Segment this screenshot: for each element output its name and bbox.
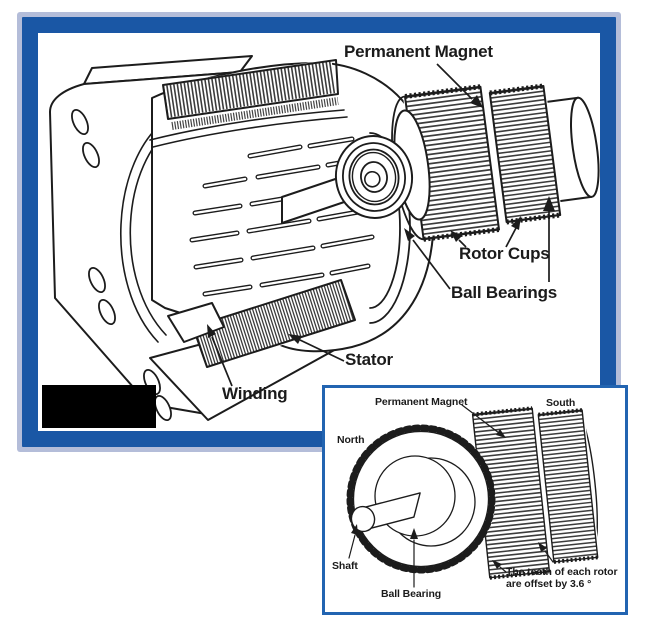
- arrowhead-winding: [207, 324, 216, 338]
- label-ball-bearings: Ball Bearings: [451, 283, 558, 302]
- arrowhead-ball-bearing-front: [404, 228, 415, 241]
- label-inset-teeth-note: The teeth of each rotor are offset by 3.…: [506, 566, 618, 591]
- leader-winding: [211, 336, 233, 387]
- arrowhead-inset-teeth-2: [538, 542, 547, 552]
- inset-hub-and-shaft: [350, 455, 476, 547]
- top-winding-coil: [149, 59, 348, 148]
- rotor-detail-inset: Permanent Magnet South North Shaft Ball …: [322, 385, 628, 615]
- label-inset-shaft: Shaft: [332, 560, 358, 572]
- inset-leader-lines: [348, 404, 554, 588]
- arrowhead-permanent-magnet: [470, 95, 483, 108]
- teeth-note-line2: are offset by 3.6 °: [506, 578, 592, 591]
- arrowhead-stator: [288, 334, 302, 344]
- label-rotor-cups: Rotor Cups: [459, 244, 550, 263]
- label-permanent-magnet: Permanent Magnet: [344, 42, 493, 61]
- leader-rotor-cup-front: [458, 239, 467, 248]
- rotor-cup-rear: [487, 83, 563, 225]
- inset-rotor-cups: [470, 406, 600, 580]
- leader-permanent-magnet: [436, 63, 473, 100]
- inset-arrowheads: [351, 429, 547, 569]
- arrowhead-ball-bearing-rear: [543, 196, 555, 211]
- rotor-cup-front: [391, 84, 501, 242]
- redacted-logo-block: [42, 385, 156, 428]
- front-ball-bearing: [334, 135, 414, 219]
- leader-inset-teeth-2: [544, 550, 554, 563]
- label-inset-permanent-magnet: Permanent Magnet: [375, 396, 468, 408]
- label-inset-ball-bearing: Ball Bearing: [381, 588, 442, 600]
- arrowheads: [207, 95, 555, 344]
- leader-inset-permanent-magnet: [461, 404, 500, 434]
- arrowhead-inset-shaft: [351, 524, 358, 535]
- arrowhead-inset-permanent-magnet: [496, 429, 506, 438]
- label-inset-south: South: [546, 397, 576, 409]
- leader-inset-shaft: [348, 534, 356, 559]
- arrowhead-inset-teeth-1: [492, 560, 502, 569]
- leader-inset-teeth-1: [499, 566, 507, 573]
- label-inset-north: North: [337, 434, 365, 446]
- label-stator: Stator: [345, 350, 393, 369]
- label-winding: Winding: [222, 384, 288, 403]
- rotor-detail-drawing: [346, 404, 600, 588]
- arrowhead-rotor-cup-front: [450, 230, 462, 242]
- teeth-note-line1: The teeth of each rotor: [506, 566, 618, 578]
- leader-ball-bearing-front: [412, 239, 451, 290]
- arrowhead-inset-ball-bearing: [410, 528, 418, 539]
- leader-lines: [211, 63, 550, 387]
- arrowhead-rotor-cup-rear: [511, 216, 521, 230]
- leader-stator: [299, 339, 345, 362]
- leader-rotor-cup-rear: [505, 227, 517, 248]
